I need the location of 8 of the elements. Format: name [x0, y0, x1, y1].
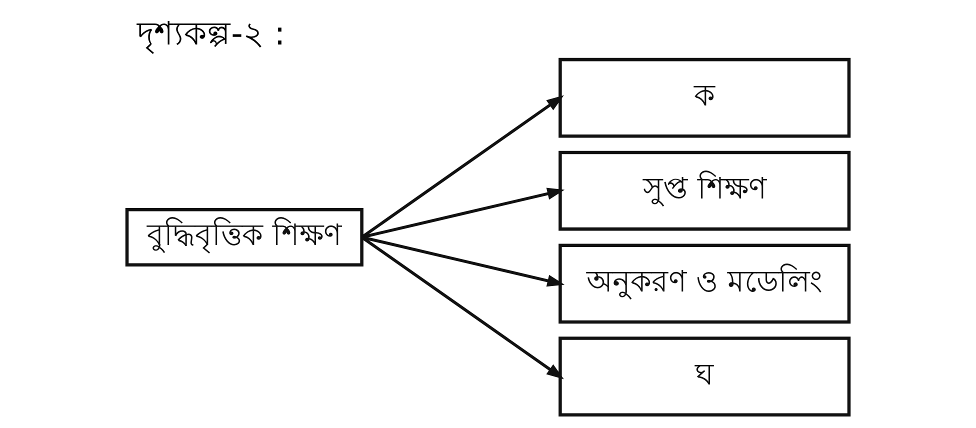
arrow — [360, 95, 564, 238]
node-box: সুপ্ত শিক্ষণ — [558, 150, 851, 231]
diagram-title: দৃশ্যকল্প-২ : — [137, 14, 286, 52]
node-box: বুদ্ধিবৃত্তিক শিক্ষণ — [125, 208, 364, 266]
arrow — [360, 236, 564, 380]
node-box: ক — [558, 58, 851, 138]
node-box: অনুকরণ ও মডেলিং — [558, 244, 851, 324]
node-box: ঘ — [558, 336, 851, 417]
